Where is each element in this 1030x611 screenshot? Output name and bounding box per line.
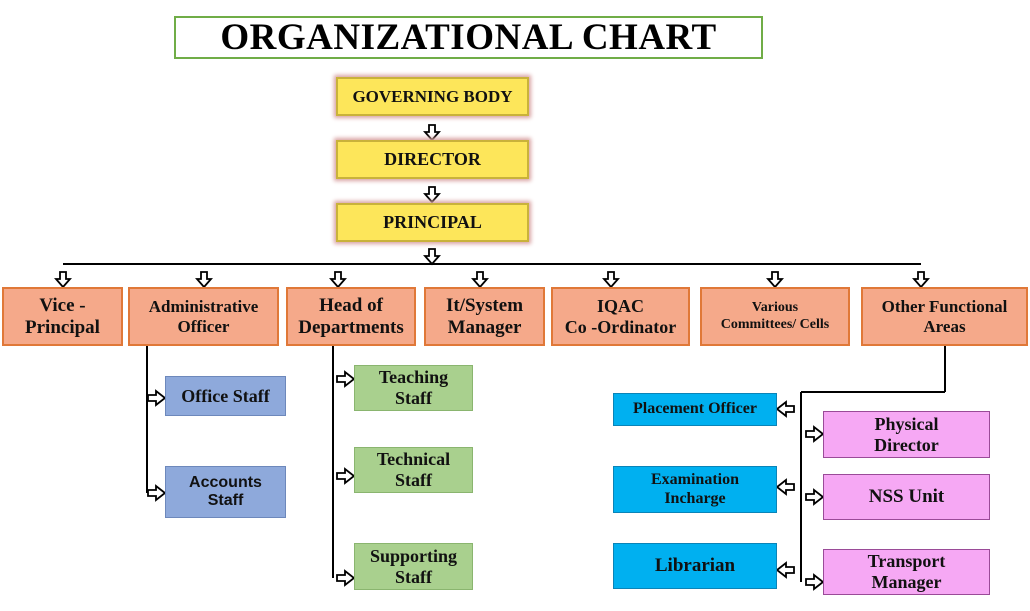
right-arrow (147, 484, 167, 502)
down-arrow (423, 124, 441, 142)
administrative-officer-label: Administrative Officer (148, 296, 259, 336)
placement-officer-label: Placement Officer (633, 400, 757, 418)
head-of-departments-box: Head of Departments (286, 287, 416, 346)
right-arrow (336, 467, 356, 485)
supporting-staff-box: Supporting Staff (354, 543, 473, 590)
right-arrow (336, 370, 356, 388)
governing-body-box: GOVERNING BODY (336, 77, 529, 116)
transport-manager-label: Transport Manager (867, 551, 946, 592)
down-arrow (423, 248, 441, 266)
librarian-box: Librarian (613, 543, 777, 589)
various-committees-box: Various Committees/ Cells (700, 287, 850, 346)
down-arrow (912, 271, 930, 289)
iqac-coordinator-box: IQAC Co -Ordinator (551, 287, 690, 346)
it-system-manager-box: It/System Manager (424, 287, 545, 346)
accounts-staff-label: Accounts Staff (189, 473, 262, 509)
other-functional-areas-box: Other Functional Areas (861, 287, 1028, 346)
page-title: ORGANIZATIONAL CHART (174, 16, 763, 59)
nss-unit-label: NSS Unit (868, 486, 945, 508)
technical-staff-label: Technical Staff (376, 449, 451, 490)
nss-unit-box: NSS Unit (823, 474, 990, 520)
librarian-label: Librarian (654, 555, 736, 577)
head-of-departments-label: Head of Departments (298, 294, 404, 338)
right-arrow (336, 569, 356, 587)
teaching-staff-label: Teaching Staff (378, 367, 449, 408)
other-functional-areas-label: Other Functional Areas (881, 296, 1008, 336)
iqac-coordinator-label: IQAC Co -Ordinator (564, 295, 677, 337)
accounts-staff-box: Accounts Staff (165, 466, 286, 518)
examination-incharge-box: Examination Incharge (613, 466, 777, 513)
technical-staff-box: Technical Staff (354, 447, 473, 493)
left-arrow (775, 400, 795, 418)
it-system-manager-label: It/System Manager (445, 294, 524, 338)
director-label: DIRECTOR (384, 149, 481, 170)
transport-manager-box: Transport Manager (823, 549, 990, 595)
down-arrow (766, 271, 784, 289)
down-arrow (602, 271, 620, 289)
right-arrow (147, 389, 167, 407)
principal-box: PRINCIPAL (336, 203, 529, 242)
down-arrow (329, 271, 347, 289)
down-arrow (54, 271, 72, 289)
right-arrow (805, 573, 825, 591)
down-arrow (195, 271, 213, 289)
physical-director-box: Physical Director (823, 411, 990, 458)
office-staff-box: Office Staff (165, 376, 286, 416)
director-box: DIRECTOR (336, 140, 529, 179)
office-staff-label: Office Staff (181, 385, 270, 406)
placement-officer-box: Placement Officer (613, 393, 777, 426)
vice-principal-label: Vice - Principal (25, 294, 100, 338)
teaching-staff-box: Teaching Staff (354, 365, 473, 411)
left-arrow (775, 561, 795, 579)
supporting-staff-label: Supporting Staff (369, 545, 458, 587)
down-arrow (423, 186, 441, 204)
vice-principal-box: Vice - Principal (2, 287, 123, 346)
right-arrow (805, 488, 825, 506)
administrative-officer-box: Administrative Officer (128, 287, 279, 346)
left-arrow (775, 478, 795, 496)
principal-label: PRINCIPAL (383, 212, 482, 233)
examination-incharge-label: Examination Incharge (650, 471, 739, 507)
page-title-text: ORGANIZATIONAL CHART (220, 17, 717, 58)
various-committees-label: Various Committees/ Cells (720, 300, 830, 332)
right-arrow (805, 425, 825, 443)
governing-body-label: GOVERNING BODY (352, 86, 513, 106)
down-arrow (471, 271, 489, 289)
physical-director-label: Physical Director (874, 413, 939, 455)
